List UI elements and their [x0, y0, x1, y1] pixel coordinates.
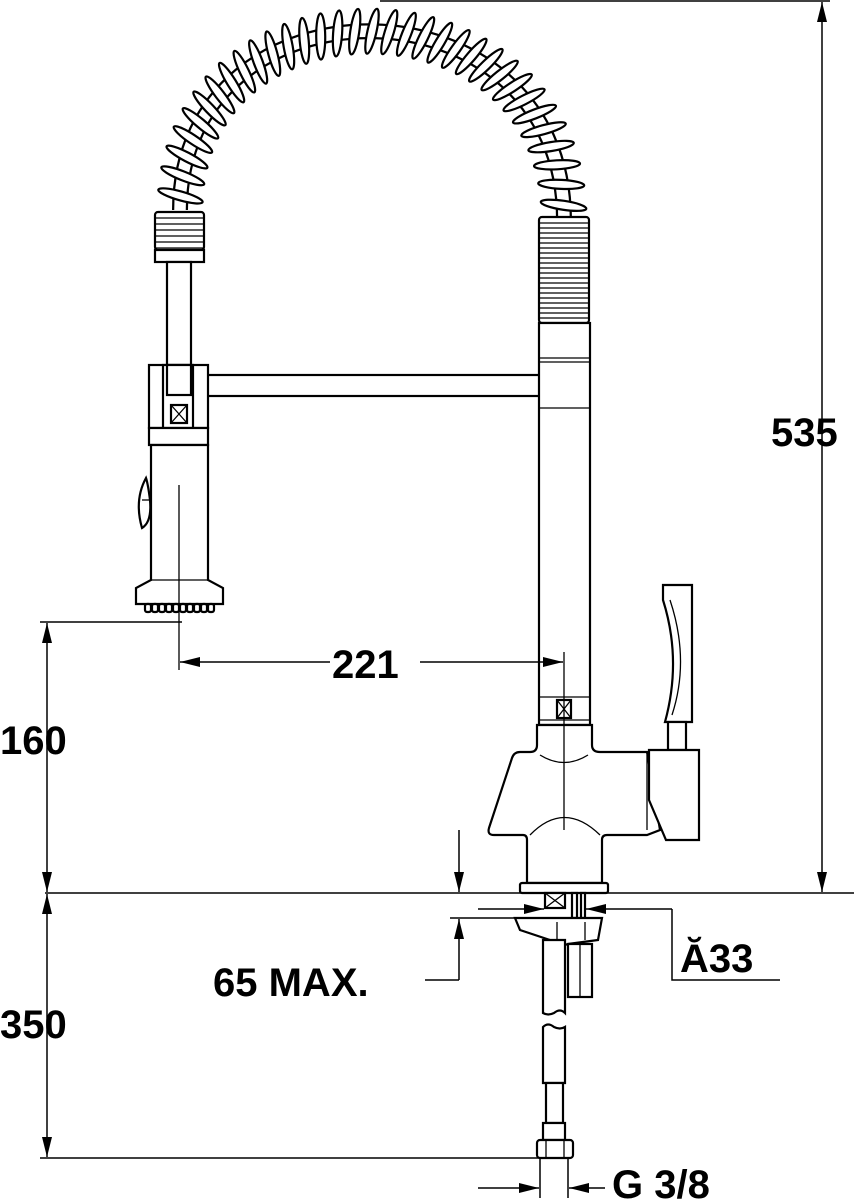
dim-spout-height: 160 — [0, 719, 67, 763]
spray-nozzle — [157, 602, 167, 614]
dim-hose-length: 350 — [0, 1003, 67, 1047]
spring-coil — [204, 75, 236, 115]
spring-coil — [426, 21, 454, 64]
spring-hose — [157, 7, 588, 221]
spring-coil — [380, 9, 399, 56]
spray-nozzle — [199, 602, 209, 614]
spring-coil — [248, 39, 269, 85]
spring-coil — [298, 16, 311, 65]
spring-coil — [440, 28, 471, 69]
spray-nozzle — [185, 602, 195, 614]
spring-coil — [157, 187, 204, 205]
spray-nozzle — [164, 602, 174, 614]
spray-nozzle — [192, 602, 202, 614]
spout-arm — [204, 373, 544, 398]
spring-coil — [527, 139, 575, 154]
spray-nozzle — [150, 602, 160, 614]
mixer-body — [487, 723, 701, 895]
supply-hose — [535, 938, 575, 1198]
spray-head — [134, 363, 225, 614]
spring-coil — [264, 30, 282, 77]
spray-nozzle — [171, 602, 181, 614]
spring-coil — [480, 59, 519, 92]
spring-coil — [411, 16, 436, 60]
spring-coil — [511, 103, 558, 125]
spring-coil — [502, 87, 546, 113]
spring-coil — [315, 12, 327, 61]
dim-reach: 221 — [332, 643, 399, 687]
spring-coil — [364, 7, 380, 55]
spring-coil — [217, 61, 246, 104]
spring-coil — [348, 7, 362, 56]
dim-connection-thread: G 3/8 — [612, 1163, 710, 1200]
spring-coil — [172, 125, 214, 154]
right-hose-ribbed-sleeve — [537, 215, 591, 325]
spring-coil — [491, 72, 533, 102]
spring-coil — [192, 90, 227, 127]
spring-coil — [160, 165, 206, 187]
dim-total-height: 535 — [771, 411, 838, 455]
left-hose-ribbed-sleeve — [153, 210, 206, 264]
spring-coil — [181, 107, 220, 140]
spring-coil — [539, 198, 588, 212]
spring-coil — [467, 47, 504, 83]
spray-nozzle — [143, 602, 153, 614]
spring-coil — [331, 9, 344, 58]
spring-coil — [232, 49, 257, 94]
center-lines — [178, 485, 565, 830]
spray-nozzle — [206, 602, 216, 614]
spring-coil — [281, 22, 296, 71]
lever-handle — [661, 583, 694, 752]
dimension-lines — [40, 0, 854, 1193]
spring-coil — [395, 11, 417, 57]
spring-coil — [532, 159, 582, 171]
spring-coil — [537, 178, 586, 191]
mounting-hardware — [513, 891, 604, 999]
dim-max-counter-thickness: 65 MAX. — [213, 961, 369, 1005]
spring-coil — [520, 121, 567, 139]
spray-nozzle — [178, 602, 188, 614]
spring-coil — [165, 144, 209, 170]
dim-hole-diameter: Ă33 — [680, 936, 753, 981]
spring-coil — [454, 37, 488, 76]
